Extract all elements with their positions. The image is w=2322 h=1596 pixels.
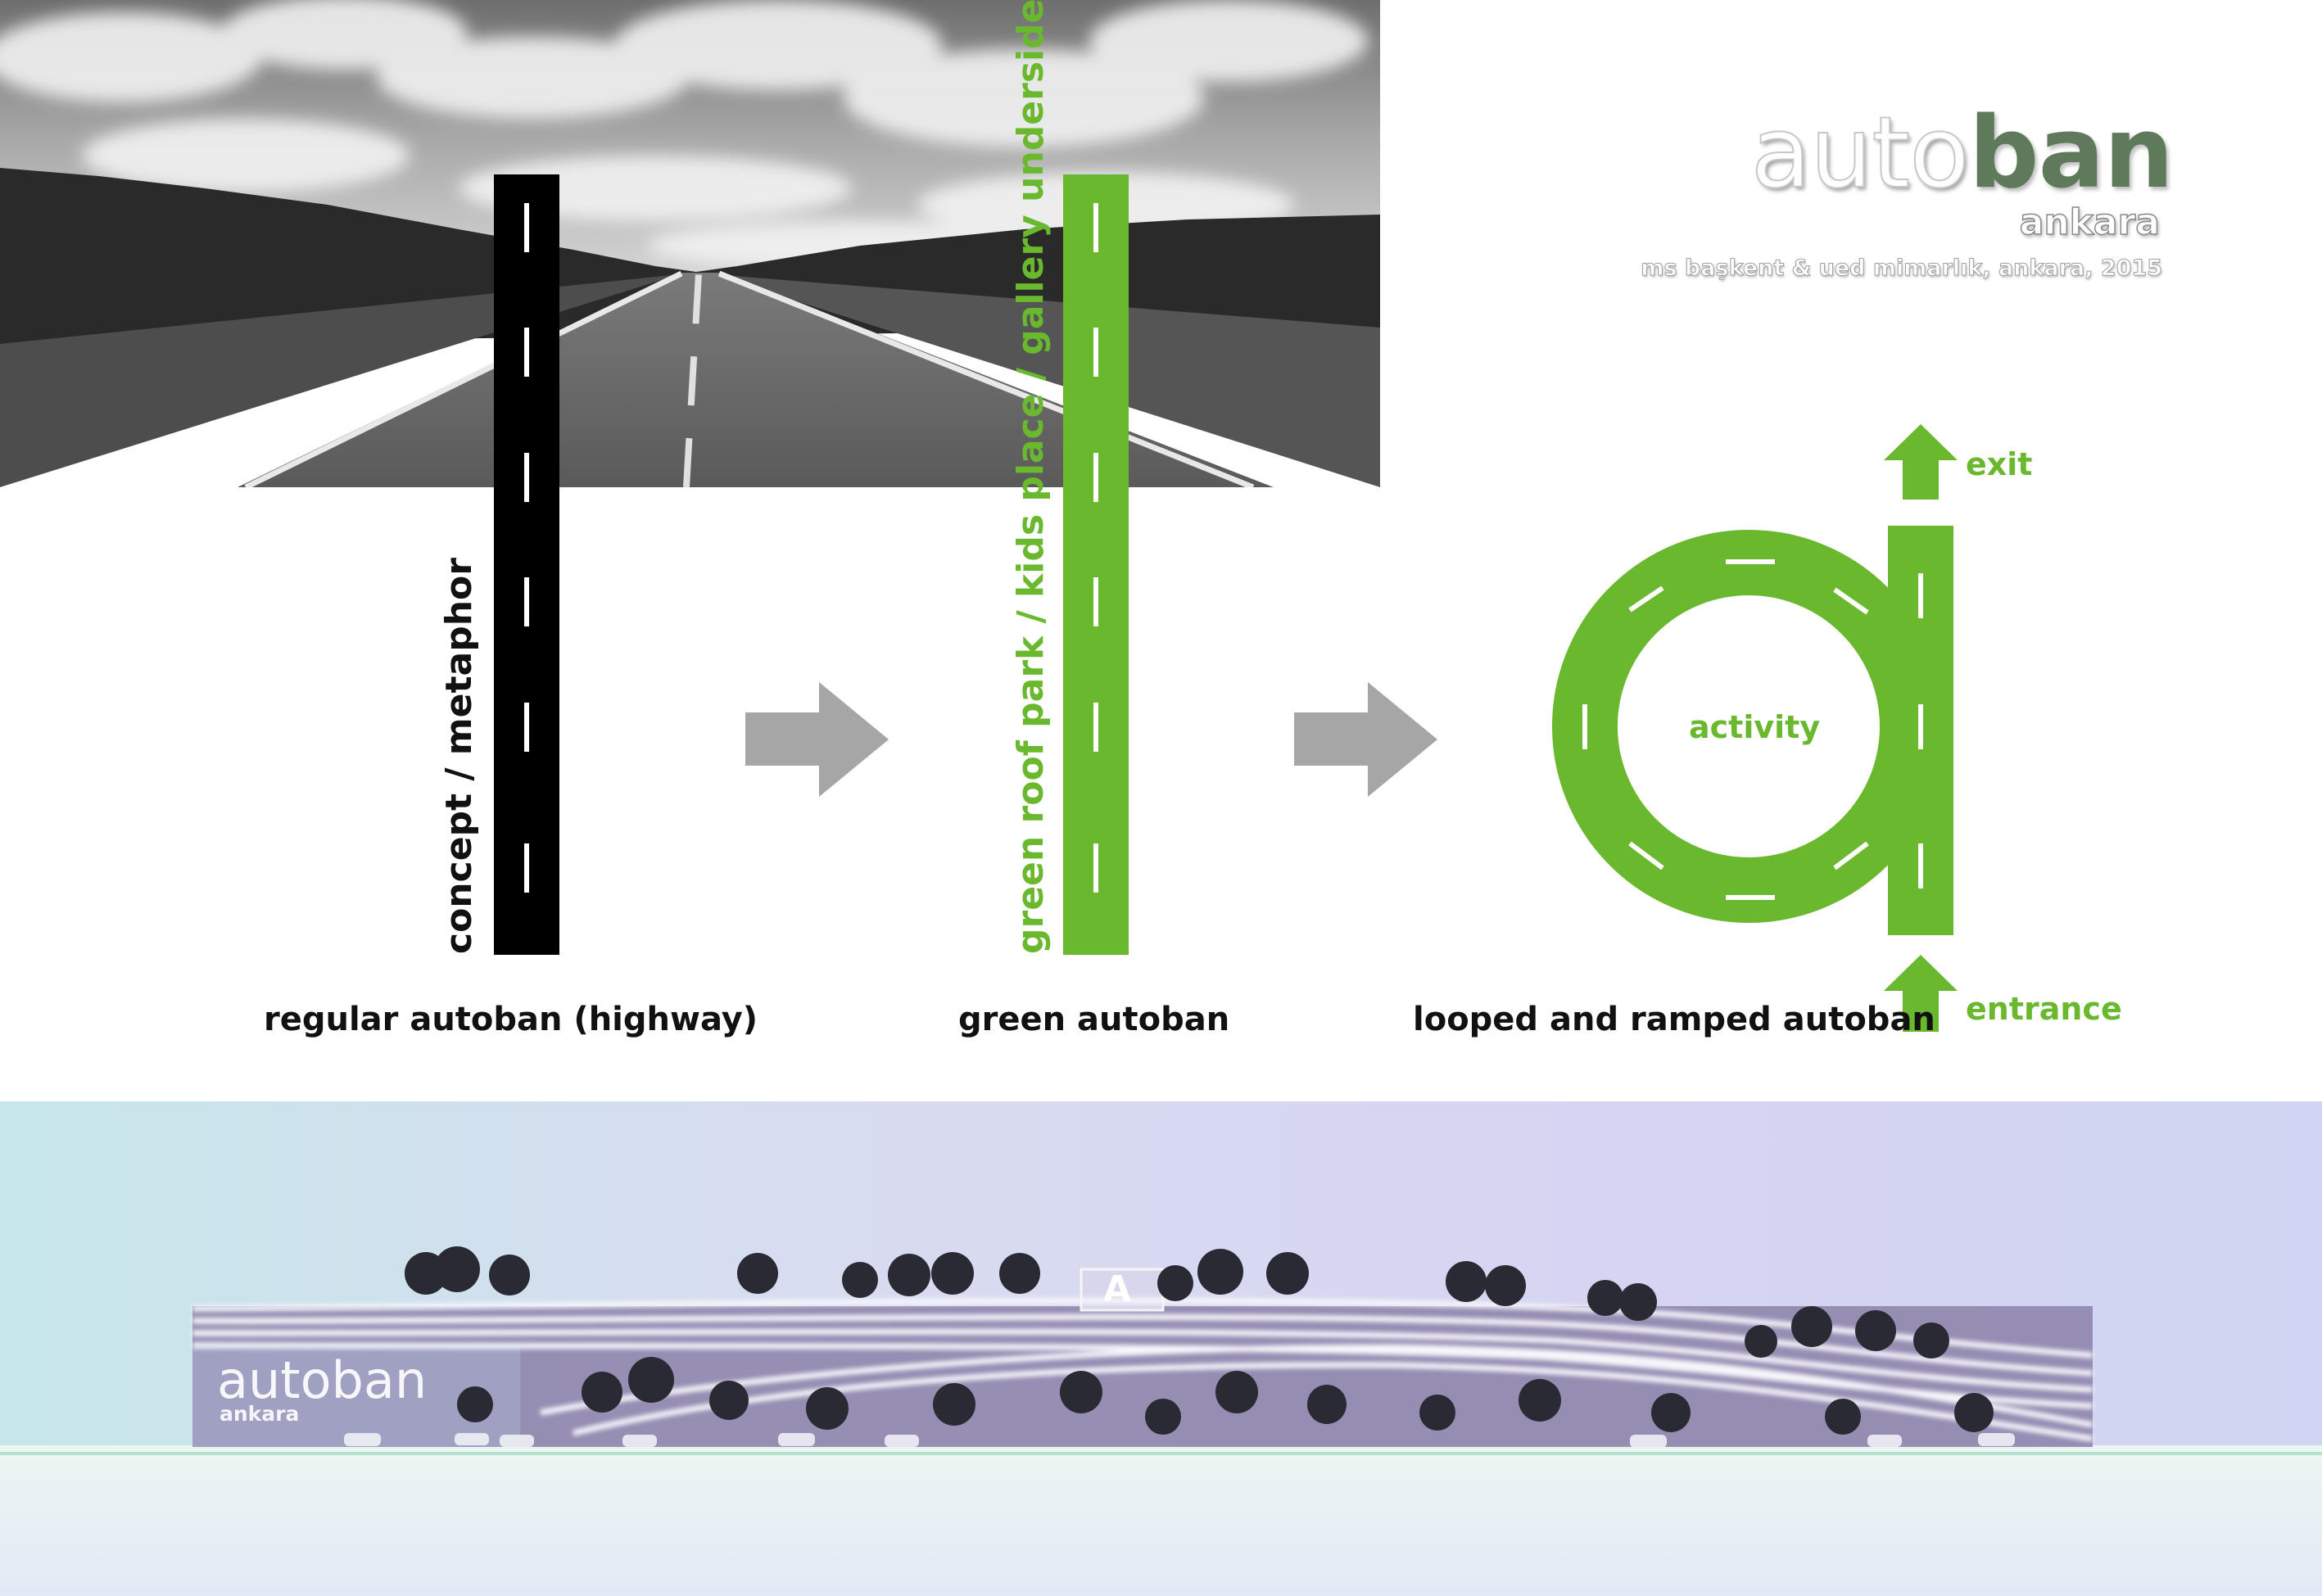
brand-word-light: auto [1751, 97, 1969, 210]
green-roof-label: green roof park / kids place / gallery u… [1010, 0, 1052, 954]
render-sign-word: autoban [217, 1355, 427, 1406]
arrow-right-icon [1294, 682, 1437, 797]
arrow-right-icon [745, 682, 889, 797]
brand-city: ankara [2020, 201, 2160, 243]
activity-label: activity [1689, 709, 1820, 745]
caption-looped: looped and ramped autoban [1413, 1001, 1935, 1038]
regular-highway-road [494, 174, 559, 955]
entrance-label: entrance [1966, 991, 2122, 1027]
caption-green: green autoban [958, 1001, 1229, 1038]
brand-word-bold: ban [1969, 97, 2173, 210]
exit-arrow-icon [1884, 424, 1958, 500]
caption-regular: regular autoban (highway) [264, 1001, 758, 1038]
concept-label: concept / metaphor [438, 558, 480, 954]
brand-title: autoban [1751, 105, 2173, 203]
exit-label: exit [1966, 446, 2032, 482]
brand-credit: ms başkent & ued mimarlık, ankara, 2015 [1641, 255, 2162, 281]
green-highway-road [1063, 174, 1129, 955]
render-sign-city: ankara [220, 1402, 299, 1426]
